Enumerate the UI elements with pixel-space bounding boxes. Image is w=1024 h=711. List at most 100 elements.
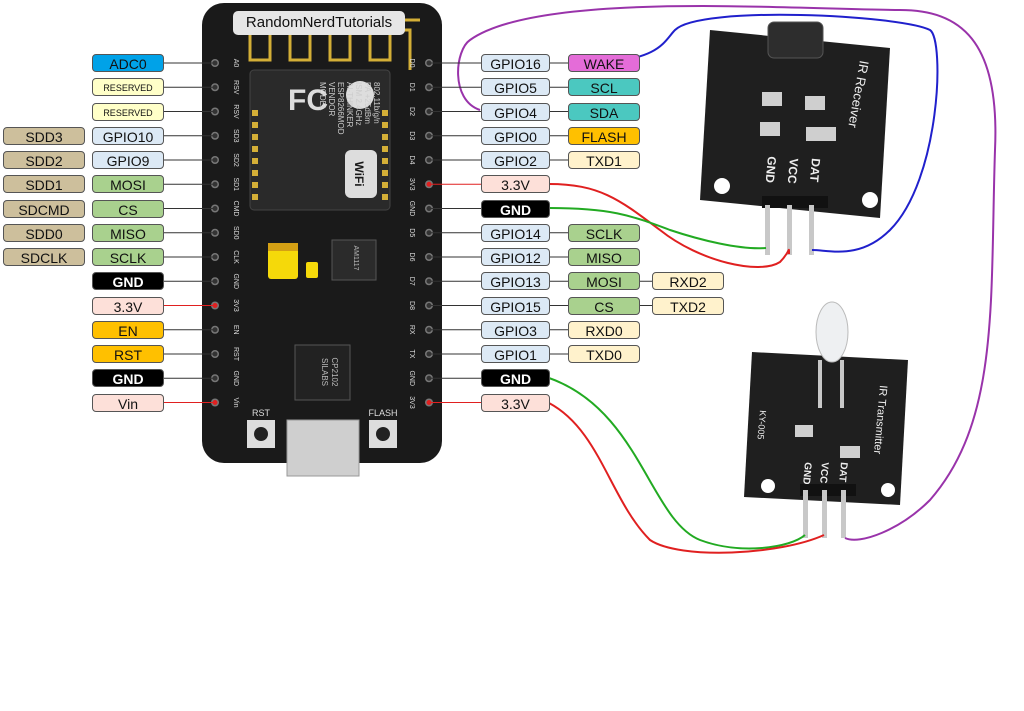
- module-pad: [382, 170, 388, 176]
- leader-dot: [212, 60, 218, 66]
- ir-led: [815, 301, 849, 363]
- ir-receiver-gnd-label: GND: [763, 156, 779, 184]
- right-silk-label: RX: [408, 325, 415, 335]
- board-title: RandomNerdTutorials: [233, 11, 405, 35]
- module-pad: [252, 146, 258, 152]
- module-text-line: ISM 2.4GHz: [354, 82, 363, 126]
- pin-label-miso: MISO: [92, 223, 164, 242]
- small-capacitor: [306, 262, 318, 278]
- left-silk-label: CMD: [232, 201, 239, 217]
- module-pad: [252, 110, 258, 116]
- right-silk-label: TX: [408, 350, 415, 359]
- leader-dot: [212, 206, 218, 211]
- module-pad: [382, 122, 388, 128]
- pin-label-gpio1: GPIO1: [481, 345, 550, 363]
- ir-receiver-pin-gnd: [765, 205, 770, 255]
- pin-label-mosi: MOSI: [92, 175, 164, 194]
- ir-receiver-dat-label: DAT: [807, 158, 823, 184]
- pin-label-sdd0: SDD0: [3, 223, 85, 242]
- pin-label-sdd3: SDD3: [3, 126, 85, 145]
- pin-label-gnd: GND: [92, 272, 164, 291]
- right-silk-label: D3: [408, 131, 415, 140]
- module-pad: [382, 182, 388, 188]
- module-text-line: ESP8266MOD: [336, 82, 345, 135]
- module-pad: [252, 158, 258, 164]
- leader-dot: [426, 157, 432, 163]
- flash-button-label: FLASH: [368, 408, 397, 418]
- leader-dot: [212, 157, 218, 163]
- left-silk-label: SD3: [232, 129, 239, 143]
- pin-label-sdd2: SDD2: [3, 151, 85, 169]
- pin-label-gnd: GND: [92, 369, 164, 388]
- pin-label-gpio5: GPIO5: [481, 78, 550, 97]
- left-silk-label: Vin: [232, 398, 239, 408]
- leader-dot: [212, 133, 218, 139]
- left-silk-label: RST: [232, 347, 239, 362]
- pin-label-scl: SCL: [568, 78, 640, 97]
- pin-label-reserved: RESERVED: [92, 102, 164, 121]
- leader-dot: [426, 84, 432, 90]
- wire-transmitter-dat: [457, 5, 997, 541]
- ir-transmitter-dat-label: DAT: [836, 462, 849, 483]
- left-silk-label: EN: [232, 325, 239, 335]
- module-pad: [382, 134, 388, 140]
- usb-uart-chip: [294, 344, 351, 401]
- pin-label-gpio14: GPIO14: [481, 223, 550, 242]
- leader-dot: [212, 278, 218, 284]
- module-text-line: AI-THINKER: [345, 82, 354, 128]
- fcc-logo: FC: [288, 84, 328, 117]
- wifi-logo-box: [345, 150, 377, 198]
- rst-button-label: RST: [252, 408, 271, 418]
- right-silk-label: D1: [408, 83, 415, 92]
- right-silk-label: 3V3: [408, 178, 415, 191]
- leader-dot: [212, 351, 218, 357]
- module-text-line: PA +25dBm: [363, 82, 372, 124]
- leader-dot: [426, 375, 432, 381]
- pin-label-gpio15: GPIO15: [481, 296, 550, 315]
- left-silk-label: 3V3: [232, 299, 239, 312]
- left-silk-label: RSV: [232, 104, 239, 119]
- ir-receiver-vcc-label: VCC: [785, 158, 801, 185]
- right-silk-label: D4: [408, 156, 415, 165]
- left-silk-label: GND: [232, 370, 239, 386]
- left-silk-label: RSV: [232, 80, 239, 95]
- pin-label-gnd: GND: [481, 369, 550, 388]
- leader-dot: [426, 109, 432, 114]
- pin-label-sclk: SCLK: [568, 223, 640, 242]
- leader-dot: [426, 254, 432, 260]
- leader-dot: [212, 400, 218, 405]
- pin-label-gpio0: GPIO0: [481, 126, 550, 145]
- module-text-line: VENDOR: [327, 82, 336, 116]
- ir-transmitter-pin-gnd: [803, 490, 808, 538]
- pin-label-cs: CS: [568, 296, 640, 315]
- leader-dot: [212, 109, 218, 114]
- ir-transmitter-pin-vcc: [822, 490, 827, 538]
- right-silk-label: D8: [408, 301, 415, 310]
- leader-dot: [426, 181, 432, 187]
- wire-receiver-vcc: [548, 183, 791, 268]
- leader-dot: [426, 400, 432, 405]
- module-pad: [252, 170, 258, 176]
- module-pad: [382, 158, 388, 164]
- leader-dot: [426, 133, 432, 139]
- right-silk-label: GND: [408, 370, 415, 386]
- pin-label-sclk: SCLK: [92, 248, 164, 266]
- ir-receiver-module: IR Receiver GND VCC DAT: [700, 21, 890, 255]
- pin-label-rst: RST: [92, 345, 164, 363]
- right-silk-label: D7: [408, 277, 415, 286]
- module-pad: [252, 194, 258, 200]
- ir-receiver-pin-dat: [809, 205, 814, 255]
- right-silk-label: D2: [408, 107, 415, 116]
- pin-label-txd0: TXD0: [568, 345, 640, 363]
- wires: [457, 5, 997, 554]
- module-text-line: MODEL: [318, 82, 327, 111]
- pin-label-vin: Vin: [92, 393, 164, 412]
- pin-label-flash: FLASH: [568, 126, 640, 145]
- pin-label-gpio13: GPIO13: [481, 272, 550, 291]
- wifi-logo: WiFi: [352, 161, 366, 186]
- leader-dot: [212, 375, 218, 381]
- leader-dot: [212, 84, 218, 90]
- pin-label-txd2: TXD2: [652, 296, 724, 315]
